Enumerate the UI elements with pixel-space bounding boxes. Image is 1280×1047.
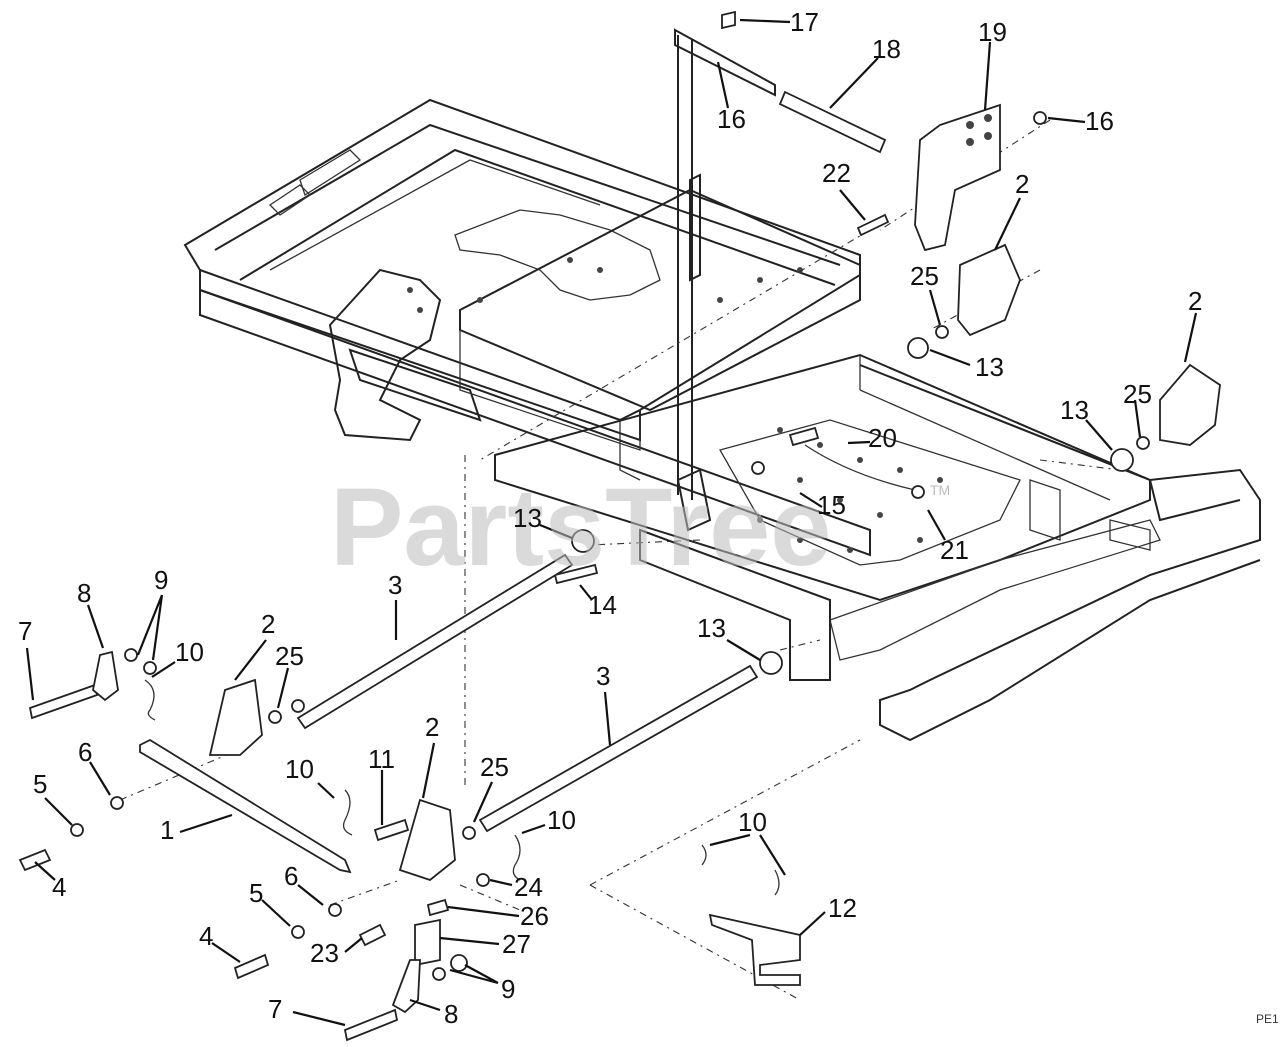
callout-25: 25 (275, 641, 304, 671)
callout-4: 4 (199, 921, 213, 951)
callout-24: 24 (514, 872, 543, 902)
callout-2: 2 (425, 712, 439, 742)
callout-10: 10 (547, 805, 576, 835)
callout-9: 9 (154, 565, 168, 595)
callout-27: 27 (502, 929, 531, 959)
callout-9: 9 (501, 974, 515, 1004)
watermark-trademark: TM (930, 482, 950, 498)
callout-2: 2 (1015, 169, 1029, 199)
callout-7: 7 (18, 616, 32, 646)
callout-6: 6 (284, 861, 298, 891)
callout-13: 13 (1060, 395, 1089, 425)
callout-10: 10 (738, 807, 767, 837)
callout-3: 3 (388, 570, 402, 600)
callout-5: 5 (33, 769, 47, 799)
callout-13: 13 (513, 503, 542, 533)
callout-17: 17 (790, 7, 819, 37)
page-code: PE1 (1256, 1012, 1279, 1026)
callout-4: 4 (52, 872, 66, 902)
callout-7: 7 (268, 994, 282, 1024)
callout-26: 26 (520, 901, 549, 931)
callout-11: 11 (368, 744, 395, 774)
mower-frame (183, 28, 1261, 742)
callout-25: 25 (1123, 379, 1152, 409)
callout-16: 16 (717, 104, 746, 134)
callout-14: 14 (588, 590, 617, 620)
callout-22: 22 (822, 158, 851, 188)
callout-18: 18 (872, 34, 901, 64)
callout-15: 15 (817, 490, 846, 520)
watermark-text: PartsTree (330, 466, 831, 589)
callout-3: 3 (596, 661, 610, 691)
callout-1: 1 (160, 815, 174, 845)
callout-13: 13 (975, 352, 1004, 382)
callout-19: 19 (978, 17, 1007, 47)
callout-6: 6 (78, 737, 92, 767)
parts (18, 10, 1221, 1042)
callout-10: 10 (285, 754, 314, 784)
callout-16: 16 (1085, 106, 1114, 136)
callout-25: 25 (910, 261, 939, 291)
callout-20: 20 (868, 423, 897, 453)
callout-10: 10 (175, 637, 204, 667)
callout-2: 2 (1188, 286, 1202, 316)
callout-2: 2 (261, 609, 275, 639)
leader-lines (25, 18, 1198, 1027)
callout-8: 8 (444, 999, 458, 1029)
callout-5: 5 (249, 878, 263, 908)
callout-13: 13 (697, 613, 726, 643)
callout-21: 21 (940, 535, 969, 565)
callout-23: 23 (310, 938, 339, 968)
callout-labels: 17 18 19 16 16 22 2 25 13 2 13 25 20 15 … (18, 7, 1202, 1029)
callout-8: 8 (77, 578, 91, 608)
callout-25: 25 (480, 752, 509, 782)
callout-12: 12 (828, 893, 857, 923)
